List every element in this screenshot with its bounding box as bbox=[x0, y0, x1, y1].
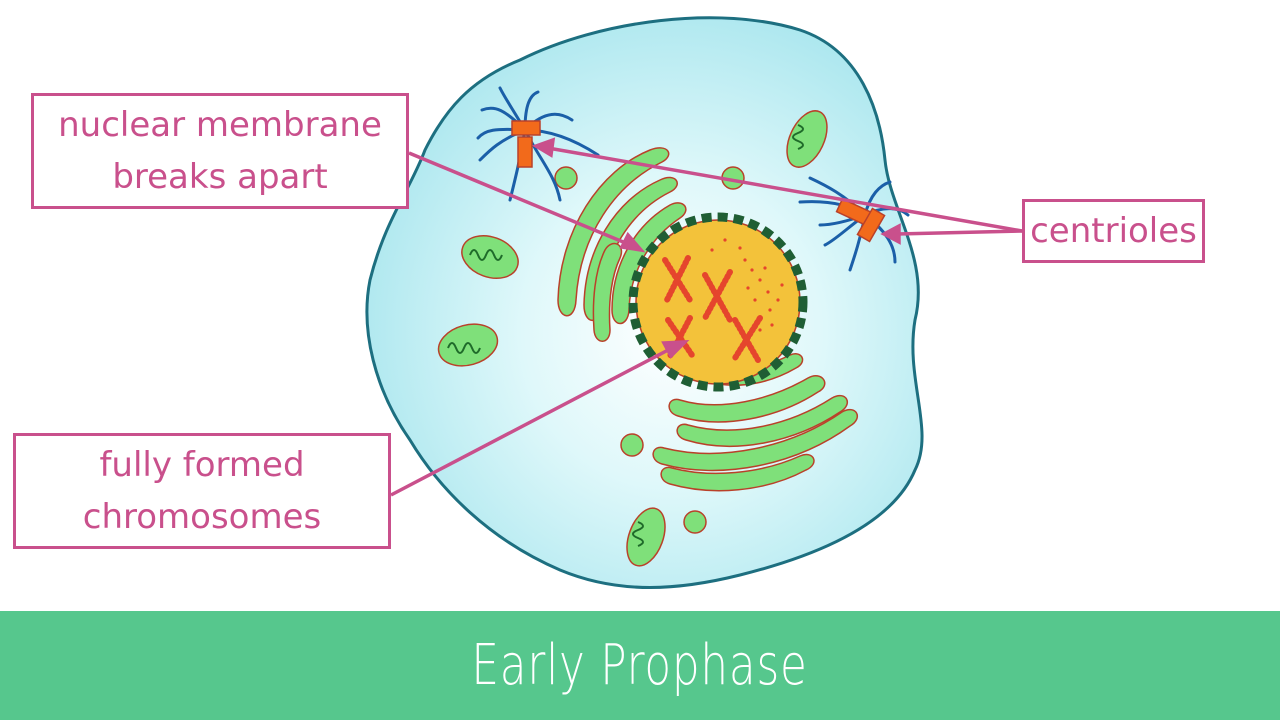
endoplasmic-reticulum-left bbox=[557, 147, 687, 342]
mitochondrion-2 bbox=[437, 323, 499, 367]
centrioles-right bbox=[835, 197, 886, 243]
label-nuclear-membrane: nuclear membrane breaks apart bbox=[31, 93, 409, 209]
mitochondrion-4 bbox=[626, 507, 666, 567]
title-banner: Early Prophase bbox=[0, 611, 1280, 720]
label-chromosomes-line-2: chromosomes bbox=[82, 497, 322, 537]
label-chromosomes: fully formed chromosomes bbox=[13, 433, 391, 549]
pointer-lines bbox=[390, 137, 1023, 497]
label-chromosomes-line-1: fully formed bbox=[99, 445, 305, 485]
vesicles bbox=[554, 166, 745, 534]
label-nuclear-membrane-line-2: breaks apart bbox=[112, 157, 328, 197]
centrioles-left bbox=[511, 120, 541, 168]
mitochondrion-1 bbox=[461, 234, 519, 280]
label-nuclear-membrane-line-1: nuclear membrane bbox=[58, 105, 382, 145]
nuclear-membrane-fragments bbox=[628, 212, 808, 392]
stage-title: Early Prophase bbox=[471, 633, 809, 698]
mitochondrion-3 bbox=[786, 110, 828, 168]
chromatin-dots bbox=[710, 238, 784, 332]
label-centrioles: centrioles bbox=[1022, 199, 1205, 263]
label-centrioles-text: centrioles bbox=[1030, 211, 1197, 251]
